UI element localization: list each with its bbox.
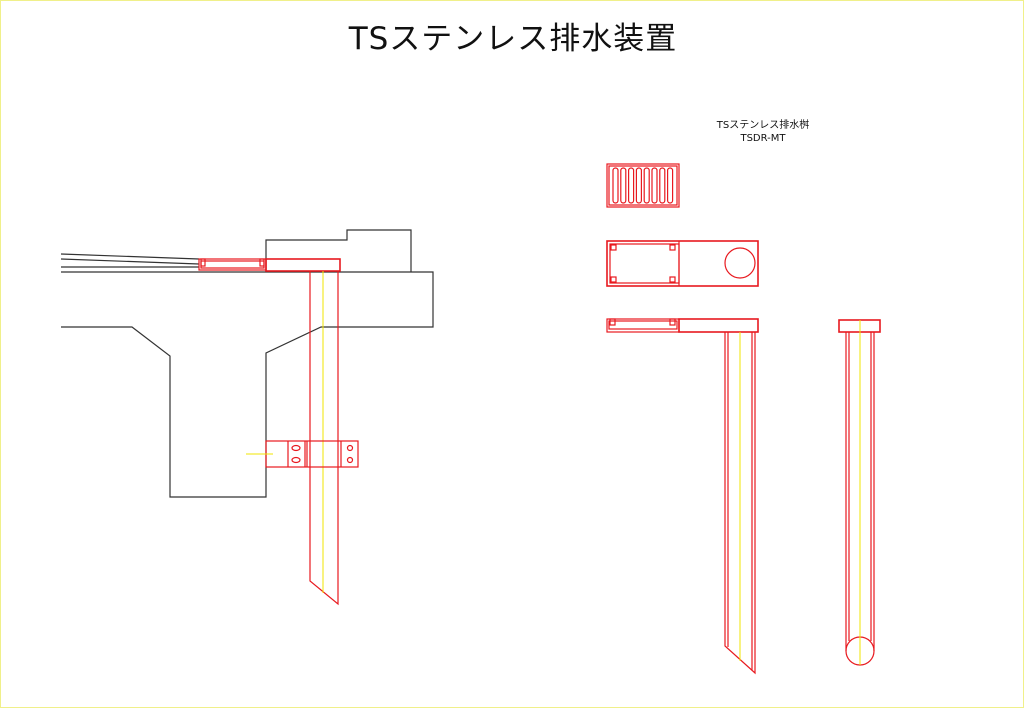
grate-slot: [666, 167, 674, 204]
drawing-title: TSステンレス排水装置: [348, 21, 678, 57]
grate-slot: [643, 167, 650, 204]
grate-slot: [627, 167, 635, 204]
grate-slot: [620, 167, 627, 204]
bridge-deck-section: [60, 229, 434, 498]
grate-slot: [612, 167, 619, 204]
catch-basin-plan-view: [606, 240, 759, 287]
catch-basin-front-view: [838, 319, 881, 666]
product-model: TSDR-MT: [740, 133, 786, 144]
grate-top-view: [606, 163, 680, 208]
grate-slot: [659, 167, 666, 204]
drain-installation-section: [198, 258, 359, 606]
product-label: TSステンレス排水桝 TSDR-MT: [663, 119, 863, 145]
grate-slot: [635, 167, 643, 204]
grate-slot: [651, 167, 658, 204]
catch-basin-side-view: [606, 318, 759, 675]
product-name: TSステンレス排水桝: [716, 120, 810, 131]
